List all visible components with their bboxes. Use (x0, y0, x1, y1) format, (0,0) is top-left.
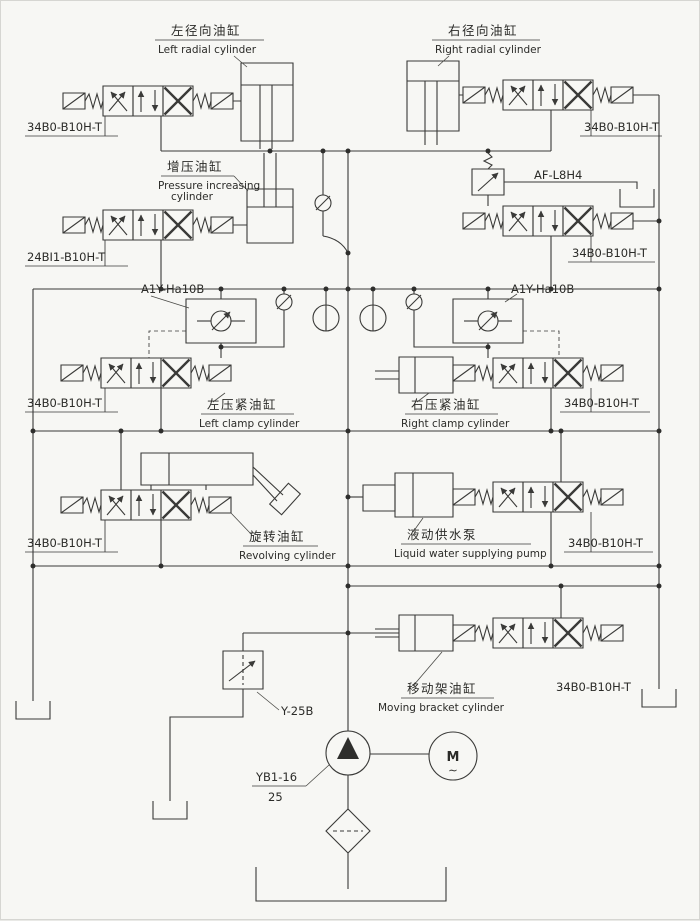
directional-valve-row3-left (61, 358, 231, 388)
air-valve-partno: AF-L8H4 (534, 168, 582, 182)
labels: 左径向油缸 Left radial cylinder 右径向油缸 Right r… (27, 23, 660, 804)
right-radial-cylinder-symbol (407, 61, 459, 145)
right-clamp-label-en: Right clamp cylinder (401, 418, 510, 430)
suction-filter-symbol (326, 809, 370, 889)
air-valve-symbol (472, 153, 504, 195)
tank-bottom-left (152, 800, 188, 820)
motor-wave-icon: ∼ (448, 763, 458, 777)
hydraulic-lines (33, 95, 659, 801)
water-pump-label-zh: 液动供水泵 (407, 527, 477, 542)
pressure-increasing-label-en2: cylinder (171, 191, 214, 203)
left-radial-cylinder-label-zh: 左径向油缸 (171, 23, 241, 38)
pressure-gauge-left (313, 305, 339, 331)
right-radial-cylinder-label-en: Right radial cylinder (435, 44, 542, 56)
water-supply-pump-symbol (363, 473, 453, 517)
motor-letter: M (447, 750, 460, 765)
directional-valve-row5 (453, 618, 623, 648)
directional-valve-row3-right (453, 358, 623, 388)
directional-valve-top-right (463, 80, 633, 110)
revolving-label-zh: 旋转油缸 (249, 529, 305, 544)
tank-right-edge (641, 688, 677, 708)
main-pump-symbol (326, 731, 370, 809)
valve-row2-left-partno: 24BI1-B10H-T (27, 250, 106, 264)
tank-left-edge (15, 700, 51, 720)
junction-dots (30, 148, 662, 636)
main-reservoir (256, 867, 446, 901)
valve-row3-left-partno: 34B0-B10H-T (27, 396, 103, 410)
moving-bracket-label-en: Moving bracket cylinder (378, 702, 505, 714)
valve-row4-left-partno: 34B0-B10H-T (27, 536, 103, 550)
main-pump-displacement: 25 (268, 790, 283, 804)
valve-top-left-partno: 34B0-B10H-T (27, 120, 103, 134)
check-valve-left (276, 294, 292, 310)
moving-bracket-label-zh: 移动架油缸 (407, 681, 477, 696)
pilot-check-right-partno: A1Y-Ha10B (511, 282, 574, 296)
pilot-check-block-right (453, 299, 523, 343)
directional-valve-row2-right (463, 206, 633, 236)
revolving-cylinder-symbol (141, 453, 300, 515)
pressure-increasing-cylinder-symbol (247, 151, 293, 243)
right-radial-cylinder-label-zh: 右径向油缸 (448, 23, 518, 38)
relief-valve-symbol (223, 651, 263, 689)
left-radial-cylinder-label-en: Left radial cylinder (158, 44, 257, 56)
left-clamp-label-zh: 左压紧油缸 (207, 397, 277, 412)
revolving-label-en: Revolving cylinder (239, 550, 336, 562)
tank-top-right (619, 188, 655, 208)
directional-valve-row4-right (453, 482, 623, 512)
right-clamp-cylinder-symbol (375, 357, 453, 393)
electric-motor-symbol (370, 732, 477, 780)
check-valve-right (406, 294, 422, 310)
check-valve-center (315, 195, 331, 211)
right-clamp-label-zh: 右压紧油缸 (411, 397, 481, 412)
valve-top-right-partno: 34B0-B10H-T (584, 120, 660, 134)
relief-valve-partno: Y-25B (280, 704, 313, 718)
valve-row3-right-partno: 34B0-B10H-T (564, 396, 640, 410)
left-radial-cylinder-symbol (241, 63, 293, 149)
pressure-increasing-label-en1: Pressure increasing (158, 180, 260, 192)
directional-valve-row2-left (63, 210, 233, 240)
pressure-gauge-right (360, 305, 386, 331)
valve-row4-right-partno: 34B0-B10H-T (568, 536, 644, 550)
valve-row2-right-partno: 34B0-B10H-T (572, 246, 648, 260)
main-pump-model: YB1-16 (255, 770, 297, 784)
pressure-increasing-label-zh: 增压油缸 (167, 159, 223, 174)
left-clamp-label-en: Left clamp cylinder (199, 418, 300, 430)
label-lines (25, 40, 662, 786)
pilot-check-left-partno: A1Y-Ha10B (141, 282, 204, 296)
directional-valve-row4-left (61, 490, 231, 520)
valve-row5-partno: 34B0-B10H-T (556, 680, 632, 694)
pilot-check-block-left (186, 299, 256, 343)
directional-valve-top-left (63, 86, 233, 116)
moving-bracket-cylinder-symbol (375, 615, 453, 651)
water-pump-label-en: Liquid water supplying pump (394, 548, 547, 560)
